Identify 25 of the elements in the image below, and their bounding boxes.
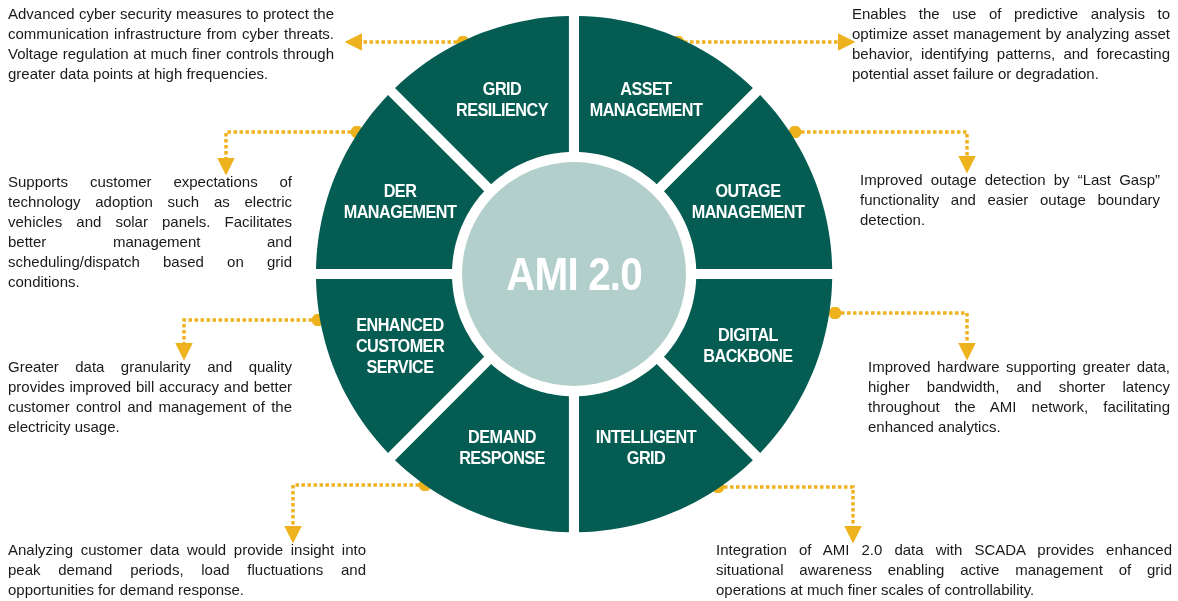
description-text: Improved outage detection by “Last Gasp” functionality and easier outage boundary detection. [860, 170, 1160, 230]
segment-label: ASSET MANAGEMENT [589, 79, 703, 122]
leader-arrow [344, 33, 470, 51]
ring-segment [579, 363, 753, 532]
segment-label: ENHANCED CUSTOMER SERVICE [356, 314, 445, 378]
leader-arrow [217, 125, 364, 176]
description-text: Enables the use of predictive analysis to optimize asset management by analyzing asset behavior, identifying patterns, and forecasting potential asset failure or degradation. [852, 4, 1170, 84]
segment-label: OUTAGE MANAGEMENT [691, 181, 804, 224]
description-text: Analyzing customer data would provide insight into peak demand periods, load fluctuations and opportunities for demand response. [8, 540, 366, 600]
segment-label: INTELLIGENT GRID [595, 426, 697, 469]
description-text: Advanced cyber security measures to protect the communication infrastructure from cyber threats. Voltage regulation at much finer controls through greater data points at high frequencies. [8, 4, 334, 84]
leader-arrow [828, 306, 976, 361]
center-circle [462, 162, 686, 386]
center-title: AMI 2.0 [506, 247, 642, 301]
ring-segment [579, 16, 753, 185]
segment-label: GRID RESILIENCY [456, 79, 548, 122]
segment-label: DER MANAGEMENT [344, 181, 457, 224]
description-text: Integration of AMI 2.0 data with SCADA provides enhanced situational awareness enabling active management of grid operations at much finer scales of controllability. [716, 540, 1172, 600]
segment-label: DIGITAL BACKBONE [703, 324, 793, 367]
description-text: Greater data granularity and quality provides improved bill accuracy and better customer control and management of the electricity usage. [8, 357, 292, 437]
leader-arrow [788, 125, 976, 174]
description-text: Supports customer expectations of technology adoption such as electric vehicles and solar panels. Facilitates better management and scheduling/dispatch based on grid conditions. [8, 172, 292, 292]
description-text: Improved hardware supporting greater data, higher bandwidth, and shorter latency throughout the AMI network, facilitating enhanced analytics. [868, 357, 1170, 437]
ring-segment [395, 16, 569, 185]
segment-label: DEMAND RESPONSE [459, 426, 545, 469]
